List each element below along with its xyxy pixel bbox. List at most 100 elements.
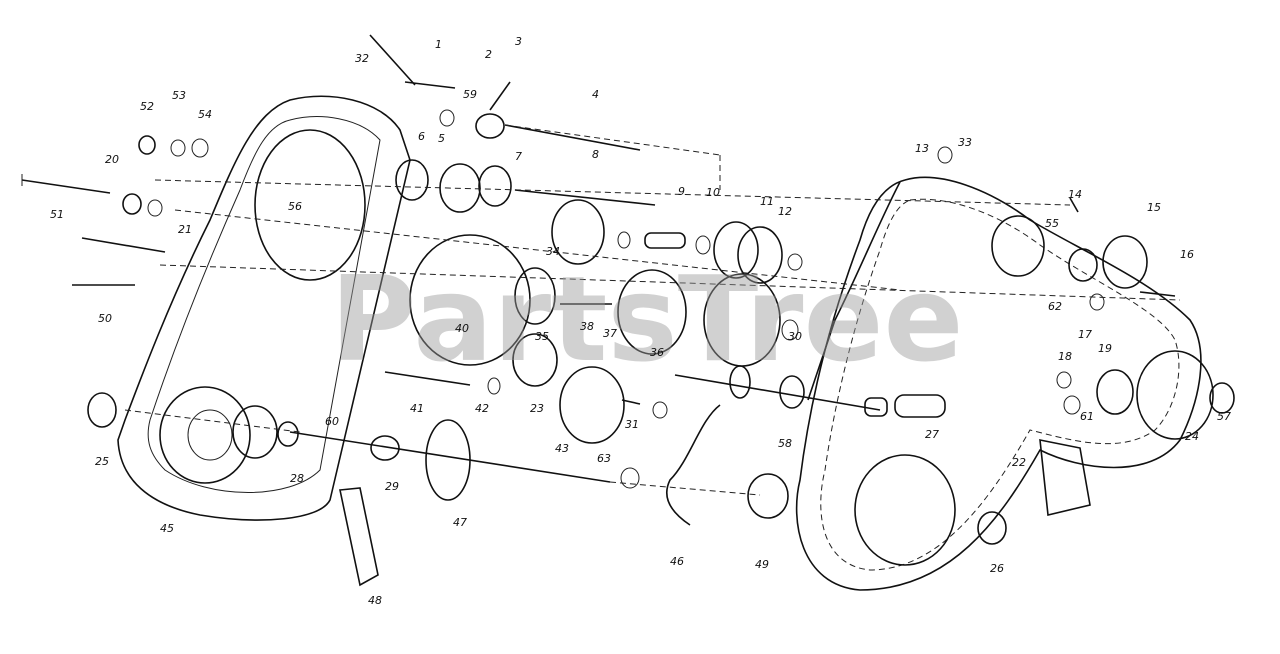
sleeve-64 bbox=[864, 397, 888, 417]
nut-33 bbox=[937, 146, 953, 164]
worm-shaft-8 bbox=[514, 189, 656, 206]
part-label-63: 63 bbox=[597, 452, 611, 465]
part-label-55: 55 bbox=[1045, 217, 1059, 230]
part-label-8: 8 bbox=[592, 148, 599, 161]
chain-13 bbox=[807, 181, 901, 401]
align-line-6 bbox=[504, 124, 721, 156]
part-label-38: 38 bbox=[580, 320, 594, 333]
part-label-4: 4 bbox=[592, 88, 599, 101]
gear-43 bbox=[559, 366, 625, 444]
part-label-11: 11 bbox=[760, 195, 774, 208]
drum-40 bbox=[409, 234, 531, 366]
part-label-46: 46 bbox=[670, 555, 684, 568]
part-label-23: 23 bbox=[530, 402, 544, 415]
left-drive-pulley-outer bbox=[159, 386, 251, 484]
part-label-52: 52 bbox=[140, 100, 154, 113]
align-line-2 bbox=[174, 209, 901, 291]
gear-12-right bbox=[737, 226, 783, 284]
bolt-51b bbox=[81, 237, 166, 253]
part-label-59: 59 bbox=[463, 88, 477, 101]
nut-18 bbox=[1056, 371, 1072, 389]
part-label-27: 27 bbox=[925, 428, 939, 441]
right-cover-disc bbox=[854, 454, 956, 566]
part-label-45: 45 bbox=[160, 522, 174, 535]
washer-54 bbox=[191, 138, 209, 158]
part-label-62: 62 bbox=[1048, 300, 1062, 313]
spacer-61 bbox=[729, 365, 751, 399]
sprocket-47 bbox=[425, 419, 471, 501]
align-line-5 bbox=[609, 481, 761, 496]
part-label-33: 33 bbox=[958, 136, 972, 149]
part-label-57: 57 bbox=[1217, 410, 1231, 423]
bearing-58 bbox=[779, 375, 805, 409]
part-label-20: 20 bbox=[105, 153, 119, 166]
nut-5 bbox=[439, 109, 455, 127]
part-label-18: 18 bbox=[1058, 350, 1072, 363]
hub-23-right bbox=[1096, 369, 1134, 415]
part-label-13: 13 bbox=[915, 142, 929, 155]
washer-28-center bbox=[620, 467, 640, 489]
part-label-35: 35 bbox=[535, 330, 549, 343]
washer-10-c bbox=[487, 377, 501, 395]
washer-10-a bbox=[617, 231, 631, 249]
shaft-4 bbox=[504, 124, 641, 151]
part-label-30: 30 bbox=[788, 330, 802, 343]
part-label-41: 41 bbox=[410, 402, 424, 415]
washer-56-c bbox=[652, 401, 668, 419]
part-label-43: 43 bbox=[555, 442, 569, 455]
washer-10-b bbox=[695, 235, 711, 255]
part-label-54: 54 bbox=[198, 108, 212, 121]
washer-56-b bbox=[781, 319, 799, 341]
spacer-9 bbox=[644, 232, 686, 249]
bearing-29 bbox=[370, 435, 400, 461]
part-label-26: 26 bbox=[990, 562, 1004, 575]
plate-55 bbox=[991, 215, 1045, 277]
part-label-14: 14 bbox=[1068, 188, 1082, 201]
hub-49 bbox=[747, 473, 789, 519]
part-label-7: 7 bbox=[515, 150, 522, 163]
part-label-51: 51 bbox=[50, 208, 64, 221]
part-label-12: 12 bbox=[778, 205, 792, 218]
part-label-10: 10 bbox=[706, 186, 720, 199]
nut-52 bbox=[138, 135, 156, 155]
left-drive-pulley-inner bbox=[187, 409, 233, 461]
align-line-4 bbox=[124, 409, 301, 433]
nut-20-left bbox=[122, 193, 142, 215]
pin-37 bbox=[621, 399, 641, 405]
bracket-48 bbox=[339, 487, 379, 587]
axle-shaft-47 bbox=[289, 431, 611, 483]
flange-15 bbox=[1102, 235, 1148, 289]
part-label-5: 5 bbox=[438, 132, 445, 145]
part-label-31: 31 bbox=[625, 418, 639, 431]
washer-28 bbox=[277, 421, 299, 447]
washer-56-a bbox=[787, 253, 803, 271]
part-label-25: 25 bbox=[95, 455, 109, 468]
part-label-16: 16 bbox=[1180, 248, 1194, 261]
pin-2 bbox=[489, 81, 511, 111]
right-pulley-24 bbox=[1136, 350, 1214, 440]
washer-53 bbox=[170, 139, 186, 157]
pin-14 bbox=[1069, 197, 1079, 213]
part-label-3: 3 bbox=[515, 35, 522, 48]
part-label-19: 19 bbox=[1098, 342, 1112, 355]
watermark-text: PartsTree bbox=[330, 250, 964, 388]
nut-25 bbox=[87, 392, 117, 428]
main-shaft bbox=[674, 374, 881, 411]
part-label-9: 9 bbox=[678, 185, 685, 198]
gear-23-center bbox=[512, 333, 558, 387]
part-label-29: 29 bbox=[385, 480, 399, 493]
part-label-50: 50 bbox=[98, 312, 112, 325]
align-line-3 bbox=[159, 264, 1181, 301]
gear-11 bbox=[713, 221, 759, 279]
bearing-6-right bbox=[1068, 248, 1098, 282]
left-housing-cutout bbox=[254, 129, 366, 281]
washer-21-left bbox=[147, 199, 163, 217]
align-line-1 bbox=[154, 179, 1071, 206]
washer-17-a bbox=[1089, 293, 1105, 311]
part-label-21: 21 bbox=[178, 223, 192, 236]
bushing-59 bbox=[475, 113, 505, 139]
shaft-41 bbox=[384, 371, 471, 386]
washer-45 bbox=[232, 405, 278, 459]
